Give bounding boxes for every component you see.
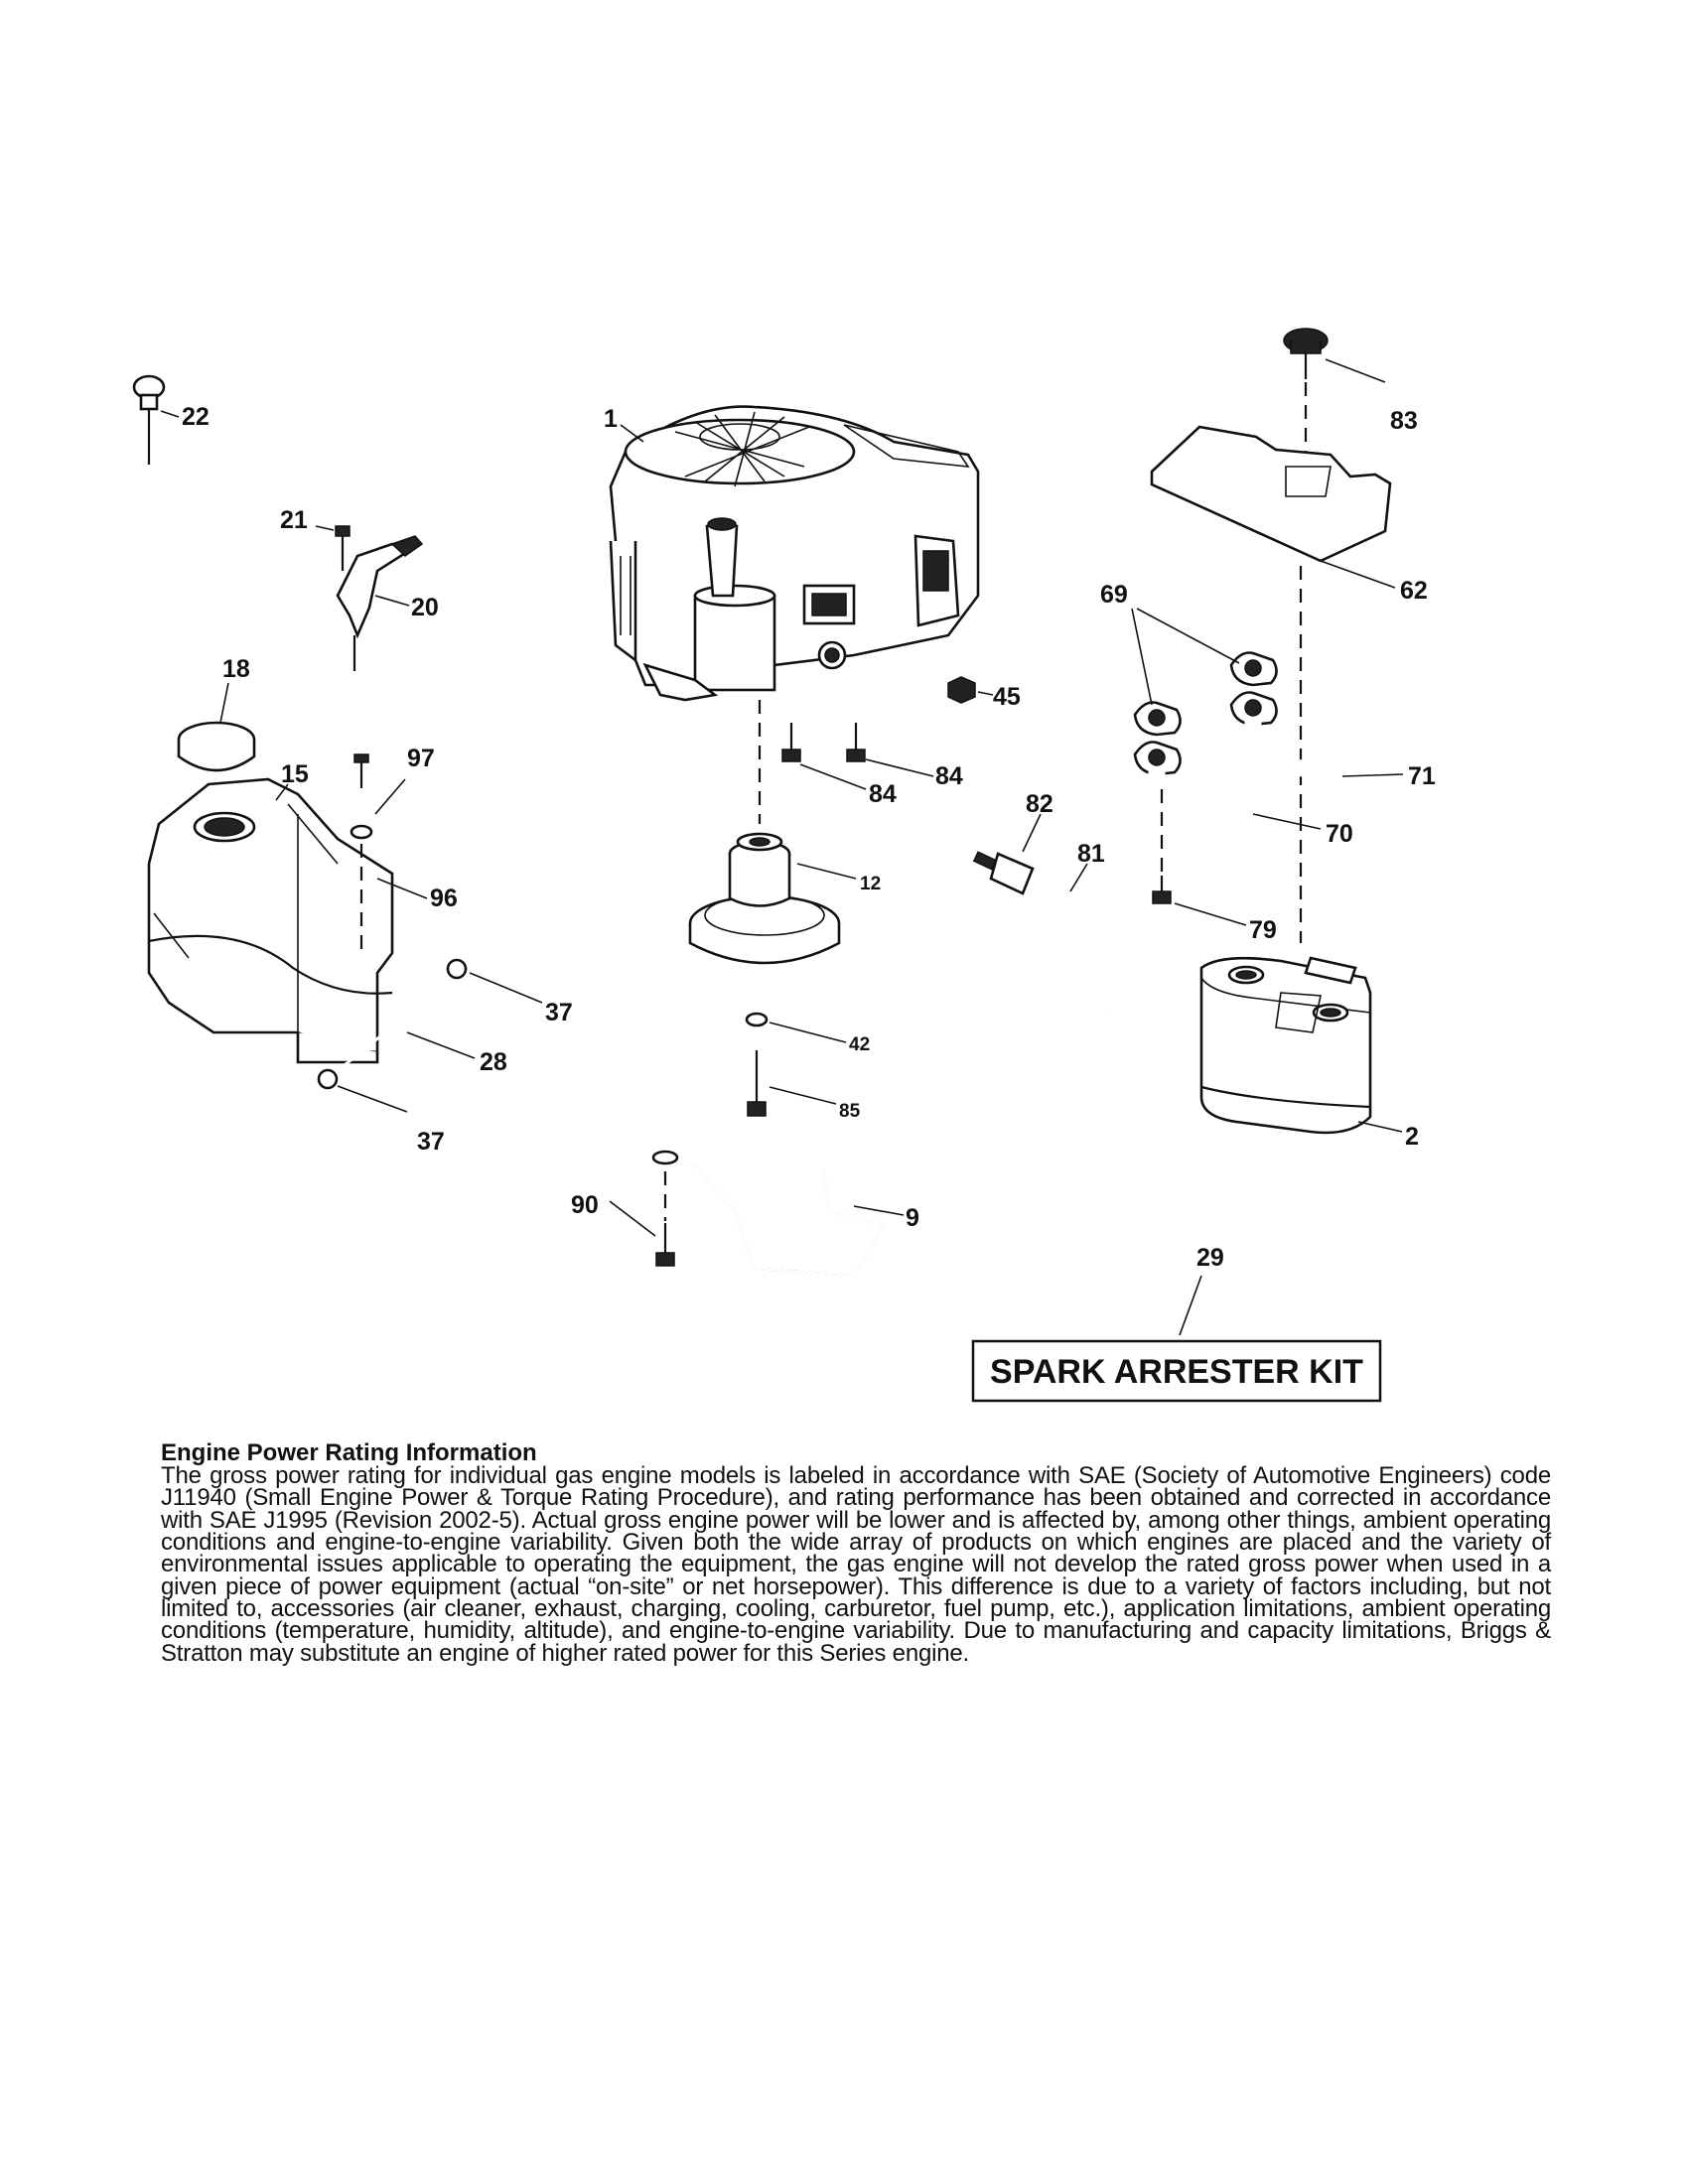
callout-84-right: 84 xyxy=(935,762,963,790)
callout-83: 83 xyxy=(1390,407,1418,435)
info-body: The gross power rating for individual ga… xyxy=(161,1462,1551,1667)
part-90-bolt xyxy=(609,1171,675,1267)
callout-37-top: 37 xyxy=(545,999,573,1026)
callout-85: 85 xyxy=(839,1101,861,1122)
part-82-fitting xyxy=(972,813,1042,895)
callout-45: 45 xyxy=(993,683,1021,711)
callout-29: 29 xyxy=(1196,1244,1224,1272)
part-96-97-screw xyxy=(350,753,428,958)
part-69-gaskets xyxy=(1131,608,1278,776)
part-1-engine xyxy=(609,405,980,702)
part-71-exhaust-pipe xyxy=(1244,720,1404,797)
callout-22: 22 xyxy=(182,403,210,431)
callout-18: 18 xyxy=(222,655,250,683)
part-62-heat-shield xyxy=(1150,425,1396,943)
part-83-knob xyxy=(1283,328,1386,477)
callout-42: 42 xyxy=(849,1034,870,1055)
engine-power-rating-info: Engine Power Rating Information The gros… xyxy=(161,1441,1551,1665)
part-22-push-pin xyxy=(132,374,180,465)
part-20-21-bracket xyxy=(315,525,424,671)
callout-28: 28 xyxy=(480,1048,507,1076)
callout-81: 81 xyxy=(1077,840,1105,868)
callout-69: 69 xyxy=(1100,581,1128,609)
callout-labels: 22 21 20 18 15 97 96 37 28 37 1 45 84 84… xyxy=(182,403,1436,1272)
part-28-fuel-line xyxy=(317,958,543,1113)
callout-37-bottom: 37 xyxy=(417,1128,445,1156)
part-45-nut xyxy=(947,676,994,704)
part-2-muffler xyxy=(1199,956,1403,1135)
callout-96: 96 xyxy=(430,885,458,912)
callout-1: 1 xyxy=(604,405,618,433)
info-title: Engine Power Rating Information xyxy=(161,1439,537,1466)
part-12-pulley xyxy=(688,832,857,965)
callout-84-left: 84 xyxy=(869,780,897,808)
callout-20: 20 xyxy=(411,594,439,621)
part-81-hose xyxy=(1037,863,1116,1016)
callout-2: 2 xyxy=(1405,1123,1419,1151)
part-70-exhaust-pipe xyxy=(1148,767,1322,854)
callout-12: 12 xyxy=(860,874,881,894)
callout-70: 70 xyxy=(1326,820,1353,848)
callout-9: 9 xyxy=(906,1204,919,1232)
callout-15: 15 xyxy=(281,760,309,788)
part-42-85-washer-bolt xyxy=(745,1012,847,1117)
callout-82: 82 xyxy=(1026,790,1053,818)
callout-71: 71 xyxy=(1408,762,1436,790)
part-79-bolt xyxy=(1152,789,1247,926)
part-84-bolts xyxy=(781,723,934,790)
part-15-fuel-tank xyxy=(147,777,394,1064)
callout-90: 90 xyxy=(571,1191,599,1219)
part-18-fuel-cap xyxy=(177,682,256,772)
callout-62: 62 xyxy=(1400,577,1428,605)
callout-97: 97 xyxy=(407,745,435,772)
callout-79: 79 xyxy=(1249,916,1277,944)
spark-arrester-kit: SPARK ARRESTER KIT xyxy=(971,1275,1382,1403)
spark-arrester-kit-box xyxy=(971,1339,1382,1403)
part-9-rod xyxy=(651,1150,905,1278)
spark-arrester-kit-label: SPARK ARRESTER KIT xyxy=(990,1353,1363,1391)
callout-21: 21 xyxy=(280,506,308,534)
